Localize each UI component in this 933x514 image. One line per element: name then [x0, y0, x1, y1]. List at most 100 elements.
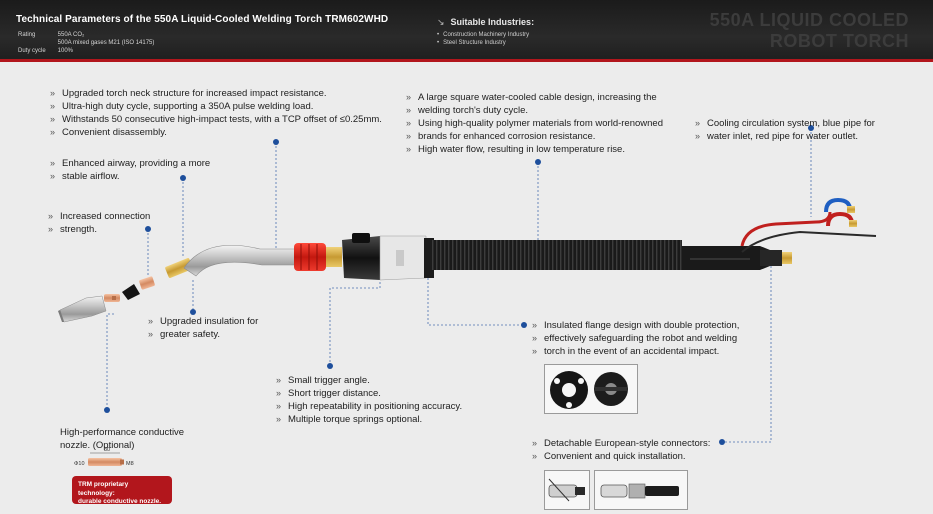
- feature-text: welding torch's duty cycle.: [418, 105, 529, 116]
- feature-text: Convenient and quick installation.: [544, 451, 686, 462]
- feature-item: Enhanced airway, providing a more: [50, 157, 210, 170]
- connector-thumbnail-1: [544, 470, 590, 510]
- spec-value: 550A CO₂: [57, 32, 85, 38]
- marker-dot: [273, 139, 279, 145]
- feature-text: nozzle. (Optional): [60, 440, 135, 451]
- spec-label: Duty cycle: [18, 48, 46, 54]
- proprietary-badge: TRM proprietary technology: durable cond…: [72, 476, 172, 505]
- neck-features: Upgraded torch neck structure for increa…: [50, 87, 382, 139]
- marker-dot: [104, 407, 110, 413]
- tip-dimension-drawing: [88, 452, 124, 466]
- tip-length-label: 30: [104, 447, 110, 453]
- marker-dot: [535, 159, 541, 165]
- arrow-icon: ↘: [437, 17, 445, 27]
- feature-item: High water flow, resulting in low temper…: [406, 143, 663, 156]
- feature-item: Insulated flange design with double prot…: [532, 319, 739, 332]
- feature-item: High repeatability in positioning accura…: [276, 400, 462, 413]
- feature-item: Detachable European-style connectors:: [532, 437, 710, 450]
- industry-item: Steel Structure Industry: [437, 40, 506, 46]
- feature-item-cont: strength.: [48, 223, 150, 236]
- brand-line: 550A LIQUID COOLED: [709, 10, 909, 30]
- marker-dots: [104, 125, 814, 445]
- industries-title: ↘ Suitable Industries:: [437, 17, 534, 28]
- feature-item-cont: Convenient and quick installation.: [532, 450, 710, 463]
- feature-item-cont: water inlet, red pipe for water outlet.: [695, 130, 875, 143]
- header-divider: [0, 59, 933, 62]
- feature-text: stable airflow.: [62, 171, 120, 182]
- feature-item: Convenient disassembly.: [50, 126, 382, 139]
- badge-line: TRM proprietary technology:: [78, 481, 129, 497]
- feature-item-cont: effectively safeguarding the robot and w…: [532, 332, 739, 345]
- feature-item-cont: greater safety.: [148, 328, 258, 341]
- header-title: Technical Parameters of the 550A Liquid-…: [16, 14, 389, 25]
- brand-line: ROBOT TORCH: [769, 31, 909, 51]
- badge-line: durable conductive nozzle.: [78, 498, 162, 505]
- feature-item: Using high-quality polymer materials fro…: [406, 117, 663, 130]
- marker-dot: [327, 363, 333, 369]
- connector-feature: Detachable European-style connectors: Co…: [532, 437, 710, 463]
- airway-feature: Enhanced airway, providing a more stable…: [50, 157, 210, 183]
- connector-image: [600, 483, 679, 499]
- feature-item: Upgraded insulation for: [148, 315, 258, 328]
- spec-mixed-gas: 500A mixed gases M21 (ISO 14175): [18, 40, 155, 46]
- feature-item-cont: brands for enhanced corrosion resistance…: [406, 130, 663, 143]
- feature-text: torch in the event of an accidental impa…: [544, 346, 720, 357]
- trigger-features: Small trigger angle. Short trigger dista…: [276, 374, 462, 426]
- connection-feature: Increased connection strength.: [48, 210, 150, 236]
- feature-item: Ultra-high duty cycle, supporting a 350A…: [50, 100, 382, 113]
- water-cooled-cable: [432, 240, 682, 270]
- feature-item: Withstands 50 consecutive high-impact te…: [50, 113, 382, 126]
- anti-collision-body: [342, 233, 434, 281]
- feature-item-cont: welding torch's duty cycle.: [406, 104, 663, 117]
- gas-diffuser: [122, 258, 193, 300]
- connector-image: [548, 478, 585, 502]
- feature-item: Short trigger distance.: [276, 387, 462, 400]
- feature-text: greater safety.: [160, 329, 221, 340]
- contact-tip: [104, 294, 120, 302]
- flange-thumbnail: [544, 364, 638, 414]
- brass-thread: [326, 247, 342, 267]
- torch-neck: [183, 244, 297, 277]
- header-banner: Technical Parameters of the 550A Liquid-…: [0, 0, 933, 62]
- industries-title-text: Suitable Industries:: [450, 17, 535, 27]
- feature-item: Multiple torque springs optional.: [276, 413, 462, 426]
- flange-parts-image: [550, 371, 628, 409]
- feature-item-cont: stable airflow.: [50, 170, 210, 183]
- feature-item: Increased connection: [48, 210, 150, 223]
- marker-dot: [190, 309, 196, 315]
- feature-text: High-performance conductive: [60, 427, 185, 438]
- connector-thumbnail-2: [594, 470, 688, 510]
- feature-text: water inlet, red pipe for water outlet.: [707, 131, 859, 142]
- gas-nozzle: [58, 295, 107, 323]
- feature-text: effectively safeguarding the robot and w…: [544, 333, 738, 344]
- marker-dot: [521, 322, 527, 328]
- nozzle-feature: High-performance conductive nozzle. (Opt…: [60, 426, 184, 452]
- tip-diameter-label: Φ10: [74, 461, 85, 467]
- rear-connector: [682, 246, 792, 270]
- feature-item: Small trigger angle.: [276, 374, 462, 387]
- spec-value: 100%: [57, 48, 74, 54]
- spec-rating: Rating 550A CO₂: [18, 32, 84, 38]
- feature-item: Cooling circulation system, blue pipe fo…: [695, 117, 875, 130]
- insulation-feature: Upgraded insulation for greater safety.: [148, 315, 258, 341]
- cooling-pipes: [740, 211, 877, 253]
- brand-watermark: 550A LIQUID COOLED ROBOT TORCH: [710, 10, 909, 52]
- spec-duty-cycle: Duty cycle 100%: [18, 48, 73, 54]
- spec-label: Rating: [18, 32, 36, 38]
- marker-dot: [719, 439, 725, 445]
- feature-item-cont: torch in the event of an accidental impa…: [532, 345, 739, 358]
- clamp-ribs: [300, 244, 318, 270]
- feature-text: strength.: [60, 224, 97, 235]
- feature-item: Upgraded torch neck structure for increa…: [50, 87, 382, 100]
- cooling-feature: Cooling circulation system, blue pipe fo…: [695, 117, 875, 143]
- red-clamp-ring: [294, 243, 326, 271]
- cable-features: A large square water-cooled cable design…: [406, 91, 663, 156]
- tip-thread-label: M8: [126, 461, 134, 467]
- industry-item: Construction Machinery Industry: [437, 32, 529, 38]
- feature-item: A large square water-cooled cable design…: [406, 91, 663, 104]
- spec-value: 500A mixed gases M21 (ISO 14175): [57, 40, 155, 46]
- feature-text: brands for enhanced corrosion resistance…: [418, 131, 596, 142]
- leader-lines: [106, 128, 812, 443]
- flange-feature: Insulated flange design with double prot…: [532, 319, 739, 358]
